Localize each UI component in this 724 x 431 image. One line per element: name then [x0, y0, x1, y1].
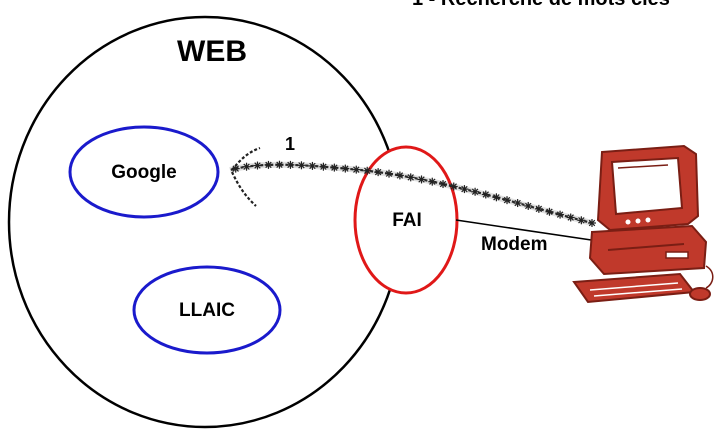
search-path — [229, 146, 596, 227]
web-label: WEB — [177, 35, 247, 68]
computer-icon — [572, 144, 714, 304]
modem-label: Modem — [481, 234, 548, 255]
web-circle — [7, 15, 403, 429]
google-node — [68, 125, 220, 219]
diagram-title: 1 - Recherche de mots clés — [412, 0, 670, 10]
step-number: 1 — [285, 134, 295, 154]
google-label: Google — [111, 162, 176, 183]
llaic-node — [132, 265, 282, 355]
llaic-label: LLAIC — [179, 300, 235, 321]
modem-line — [455, 219, 599, 242]
fai-label: FAI — [392, 210, 422, 231]
